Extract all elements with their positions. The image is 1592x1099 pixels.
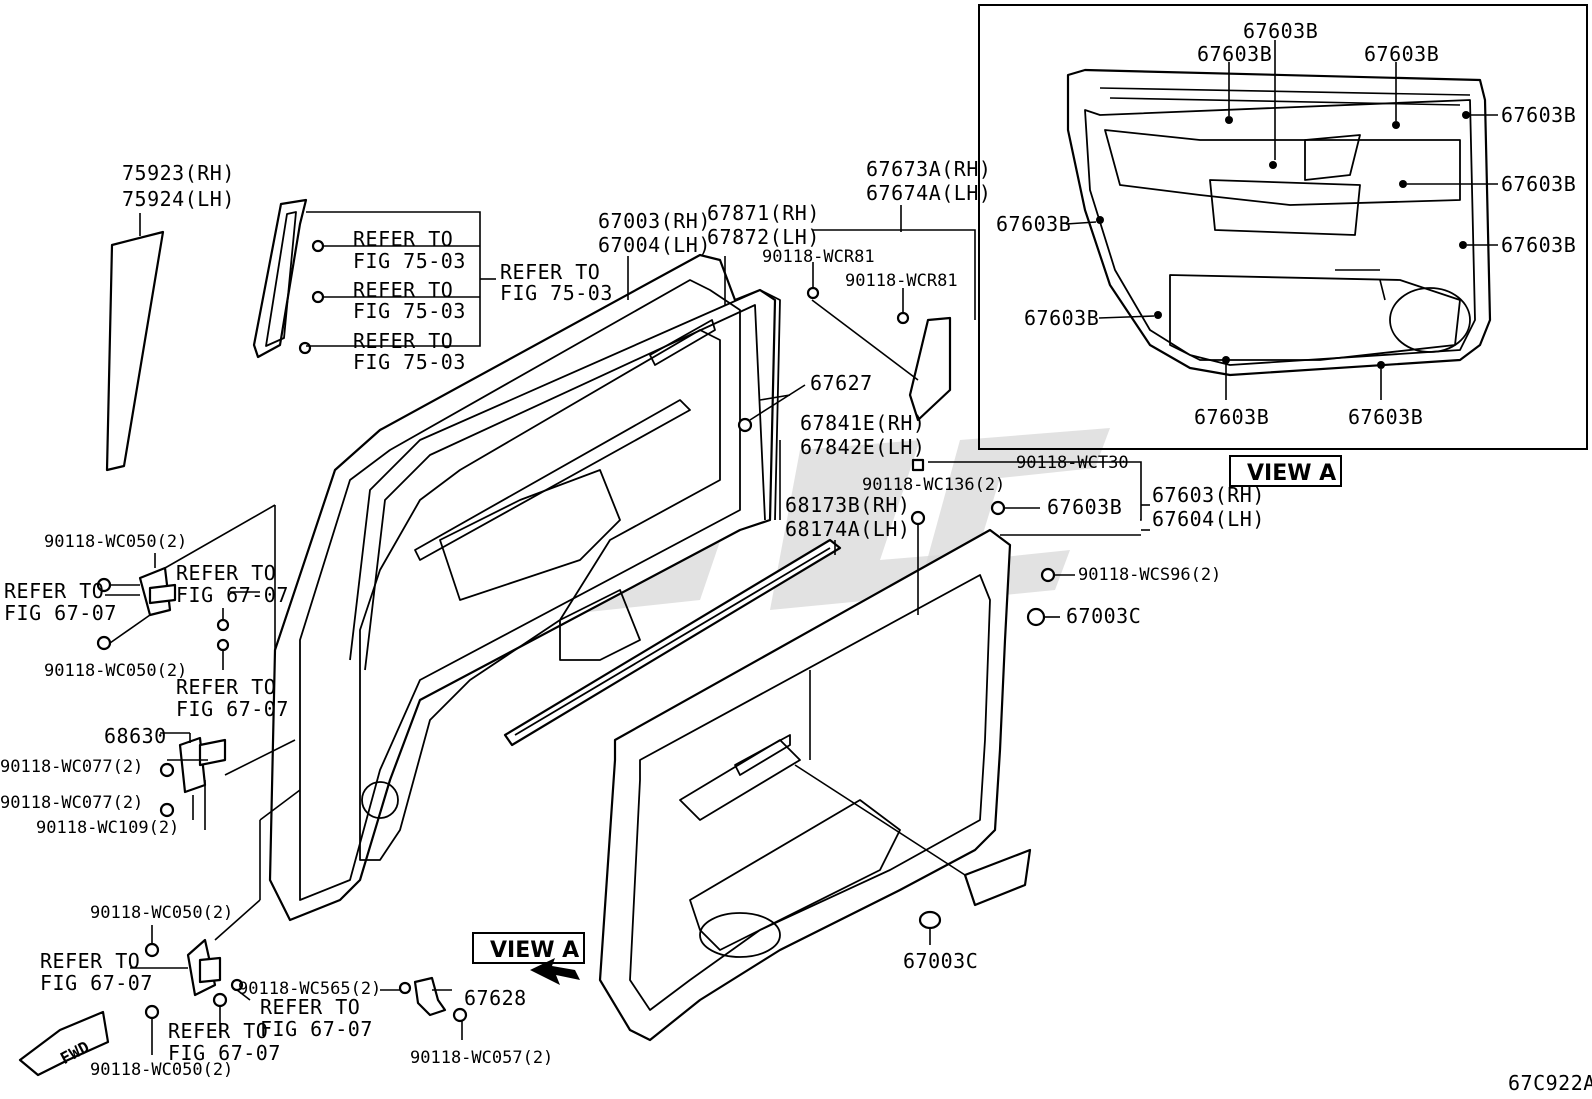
label-wc050-c: 90118-WC050(2)	[90, 903, 233, 923]
lower-hinge	[130, 789, 301, 1055]
fwd-arrow	[18, 1010, 110, 1077]
label-67604: 67604(LH)	[1152, 507, 1265, 531]
belt-moulding	[503, 538, 842, 747]
label-67603: 67603(RH)	[1152, 483, 1265, 507]
view-a-label-box	[1229, 455, 1342, 487]
label-ref-75-03-c2: FIG 75-03	[353, 350, 466, 374]
label-67871: 67871(RH)	[707, 201, 820, 225]
handle-bezel	[794, 764, 1032, 907]
label-wc109: 90118-WC109(2)	[36, 818, 179, 838]
view-a-label-6: 67603B	[996, 212, 1071, 236]
label-ref67-b2: FIG 67-07	[176, 583, 289, 607]
label-wc077-a: 90118-WC077(2)	[0, 757, 143, 777]
view-a-inset	[978, 4, 1588, 450]
label-ref67-a1: REFER TO	[4, 579, 104, 603]
label-68173: 68173B(RH)	[785, 493, 910, 517]
label-wc565: 90118-WC565(2)	[238, 979, 381, 999]
view-a-label-8: 67603B	[1024, 306, 1099, 330]
label-75924: 75924(LH)	[122, 187, 235, 211]
view-a-label-4: 67603B	[1501, 103, 1576, 127]
label-ref67-c2: FIG 67-07	[176, 697, 289, 721]
label-wc050-d: 90118-WC050(2)	[90, 1060, 233, 1080]
door-frame-67871	[349, 289, 781, 671]
label-wc077-b: 90118-WC077(2)	[0, 793, 143, 813]
view-a-label-10: 67603B	[1348, 405, 1423, 429]
label-67673: 67673A(RH)	[866, 157, 991, 181]
label-wcr81-a: 90118-WCR81	[762, 247, 875, 267]
pillar-garnish-75923	[105, 213, 165, 472]
label-67628: 67628	[464, 986, 527, 1010]
door-panel-67003	[268, 253, 777, 922]
fasteners	[627, 256, 1150, 945]
part-labels: 75923(RH) 75924(LH) REFER TO FIG 75-03 R…	[0, 157, 1592, 1095]
view-a-label-1: 67603B	[1243, 19, 1318, 43]
door-trim-67603	[598, 528, 1012, 1042]
label-wc050-b: 90118-WC050(2)	[44, 661, 187, 681]
diagram-code: 67C922A	[1508, 1071, 1592, 1095]
label-ref67-f2: FIG 67-07	[168, 1041, 281, 1065]
view-a-callout: VIEW A	[490, 938, 579, 963]
view-a-label-9: 67603B	[1194, 405, 1269, 429]
view-a-label-2: 67603B	[1197, 42, 1272, 66]
label-67003c-b: 67003C	[903, 949, 978, 973]
armrest-67673	[811, 205, 976, 422]
label-ref67-c1: REFER TO	[176, 675, 276, 699]
label-67872: 67872(LH)	[707, 225, 820, 249]
quarter-window-frame	[252, 198, 496, 359]
view-a-label-7: 67603B	[1501, 233, 1576, 257]
door-check-68630	[159, 732, 296, 830]
view-a-arrow	[530, 958, 580, 985]
label-ref-75-03-a2: FIG 75-03	[353, 249, 466, 273]
label-67841: 67841E(RH)	[800, 411, 925, 435]
label-67004: 67004(LH)	[598, 233, 711, 257]
label-wc057: 90118-WC057(2)	[410, 1048, 553, 1068]
label-ref67-b1: REFER TO	[176, 561, 276, 585]
view-a-label-3: 67603B	[1364, 42, 1439, 66]
label-67003c-a: 67003C	[1066, 604, 1141, 628]
view-a-label: VIEW A	[1247, 461, 1336, 486]
label-ref-75-03-m2: FIG 75-03	[500, 281, 613, 305]
label-ref-75-03-b1: REFER TO	[353, 278, 453, 302]
view-a-callout-box	[472, 932, 585, 964]
upper-hinge	[96, 504, 276, 670]
label-wct30: 90118-WCT30	[1016, 453, 1129, 473]
label-ref67-a2: FIG 67-07	[4, 601, 117, 625]
label-ref67-d1: REFER TO	[40, 949, 140, 973]
label-68630: 68630	[104, 724, 167, 748]
view-a-label-5: 67603B	[1501, 172, 1576, 196]
label-67674: 67674A(LH)	[866, 181, 991, 205]
label-67603b-mid: 67603B	[1047, 495, 1122, 519]
label-67003: 67003(RH)	[598, 209, 711, 233]
label-wcs96: 90118-WCS96(2)	[1078, 565, 1221, 585]
label-ref-75-03-m1: REFER TO	[500, 260, 600, 284]
label-ref67-f1: REFER TO	[168, 1019, 268, 1043]
label-ref67-e1: REFER TO	[260, 995, 360, 1019]
label-wc136: 90118-WC136(2)	[862, 475, 1005, 495]
label-67842: 67842E(LH)	[800, 435, 925, 459]
label-75923: 75923(RH)	[122, 161, 235, 185]
label-wcr81-b: 90118-WCR81	[845, 271, 958, 291]
leader-lines	[167, 759, 208, 820]
label-ref-75-03-b2: FIG 75-03	[353, 299, 466, 323]
label-ref-75-03-c1: REFER TO	[353, 329, 453, 353]
label-68174: 68174A(LH)	[785, 517, 910, 541]
label-ref67-d2: FIG 67-07	[40, 971, 153, 995]
label-67627: 67627	[810, 371, 873, 395]
label-ref-75-03-a1: REFER TO	[353, 227, 453, 251]
view-a-part-labels: 67603B 67603B 67603B 67603B 67603B 67603…	[996, 19, 1576, 429]
label-wc050-a: 90118-WC050(2)	[44, 532, 187, 552]
bracket-67628	[380, 976, 468, 1040]
label-ref67-e2: FIG 67-07	[260, 1017, 373, 1041]
